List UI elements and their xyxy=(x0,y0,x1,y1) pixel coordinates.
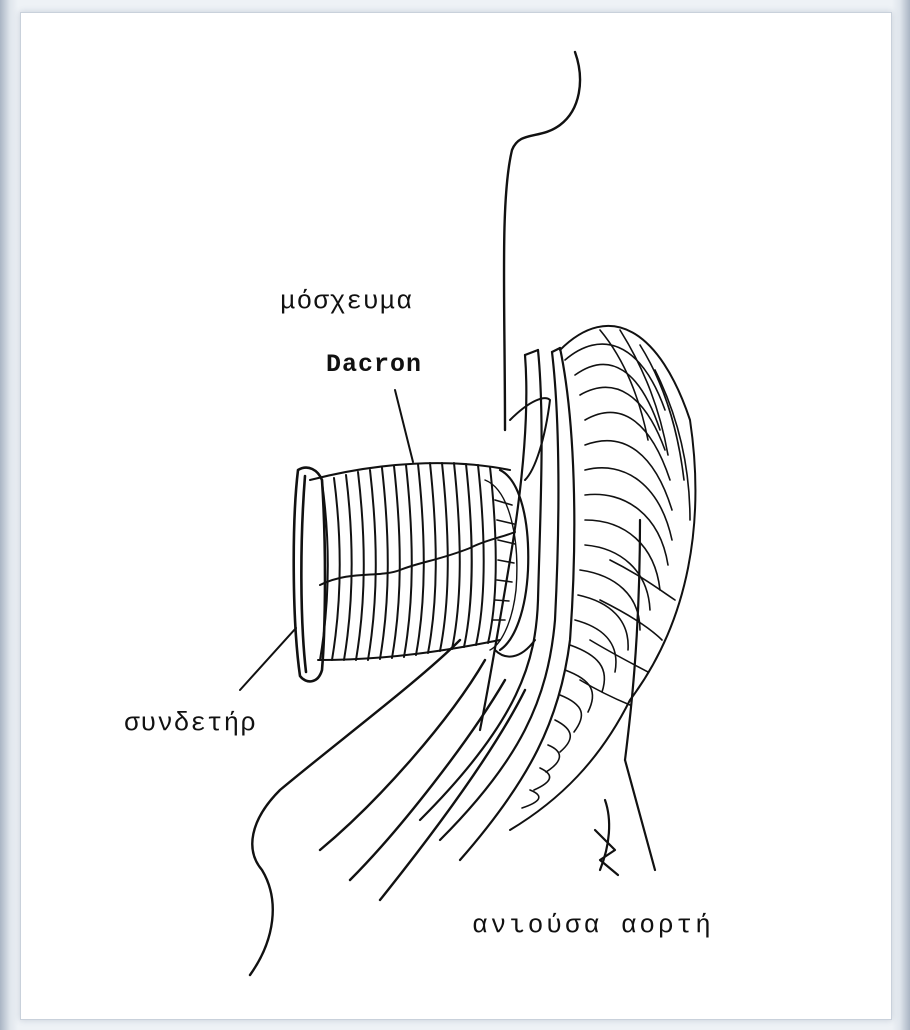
label-clip: συνδετήρ xyxy=(124,708,257,738)
aorta-outline xyxy=(595,520,655,875)
graft-cuff xyxy=(294,468,325,682)
dacron-graft xyxy=(310,463,515,660)
label-graft: μόσχευμα xyxy=(280,286,413,316)
tube-strips xyxy=(420,348,574,860)
wire xyxy=(504,52,580,430)
label-ascending-aorta: ανιούσα αορτή xyxy=(472,910,714,940)
label-dacron: Dacron xyxy=(326,350,422,379)
